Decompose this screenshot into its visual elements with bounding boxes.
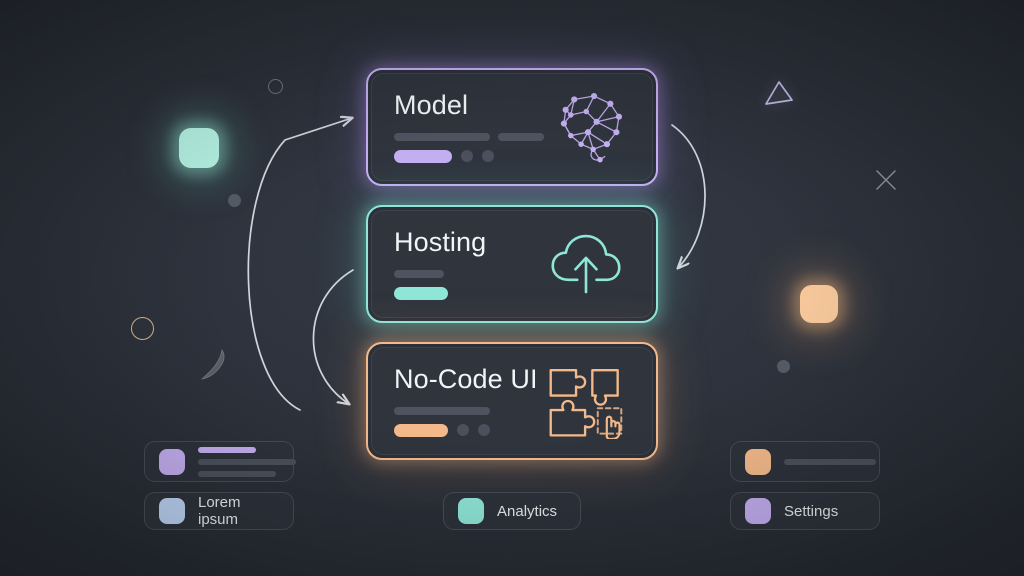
- accent-pill: [394, 286, 448, 300]
- placeholder-dot: [478, 424, 490, 437]
- skeleton-bar: [394, 269, 444, 278]
- chip-line: [198, 470, 276, 477]
- chip-right-lines[interactable]: [730, 441, 880, 482]
- chip-swatch: [159, 498, 185, 524]
- brain-network-icon: [544, 87, 632, 167]
- card-nocode-pill-row: [394, 423, 542, 437]
- glow-square-orange-icon: [800, 285, 838, 323]
- accent-pill: [394, 149, 452, 163]
- chip-label: Analytics: [497, 502, 558, 520]
- chip-swatch: [745, 498, 771, 524]
- card-hosting-title: Hosting: [394, 227, 487, 258]
- placeholder-dot: [461, 150, 473, 163]
- arrow-loop-to-model: [247, 118, 352, 411]
- card-hosting-pill-row: [394, 286, 542, 300]
- skeleton-bar: [394, 132, 490, 141]
- x-mark-icon: [876, 170, 896, 190]
- cloud-upload-icon: [542, 228, 630, 300]
- card-model-skeleton-row: [394, 132, 544, 141]
- chip-swatch: [458, 498, 484, 524]
- card-model-pill-row: [394, 149, 544, 163]
- ring-outline-orange-icon: [131, 317, 154, 340]
- chip-line-group: [784, 458, 876, 465]
- card-nocode-inner: No-Code UI: [371, 347, 653, 455]
- card-nocode-body: No-Code UI: [394, 364, 542, 437]
- chip-line: [198, 446, 256, 453]
- dot-gray-right-icon: [777, 360, 790, 373]
- arrow-model-to-hosting: [671, 124, 706, 268]
- chip-left-lines[interactable]: [144, 441, 296, 482]
- placeholder-dot: [482, 150, 494, 163]
- card-hosting-inner: Hosting: [371, 210, 653, 318]
- card-nocode-title: No-Code UI: [394, 364, 538, 395]
- chip-settings[interactable]: Settings: [730, 492, 880, 530]
- card-nocode-skeleton-row: [394, 406, 542, 415]
- chip-analytics[interactable]: Analytics: [443, 492, 581, 530]
- card-model[interactable]: Model: [366, 68, 658, 186]
- placeholder-dot: [457, 424, 469, 437]
- card-model-title: Model: [394, 90, 469, 121]
- arrow-hosting-to-nocode: [312, 269, 354, 404]
- card-hosting-skeleton-row: [394, 269, 542, 278]
- ring-outline-small-icon: [268, 79, 283, 94]
- skeleton-bar: [394, 406, 490, 415]
- chip-line-group: [198, 446, 296, 477]
- chip-line: [784, 458, 876, 465]
- card-hosting-body: Hosting: [394, 227, 542, 300]
- chip-label: Settings: [784, 502, 839, 520]
- card-nocode-ui[interactable]: No-Code UI: [366, 342, 658, 460]
- chip-swatch: [745, 448, 771, 475]
- triangle-outline-icon: [765, 81, 793, 105]
- card-model-inner: Model: [371, 73, 653, 181]
- glow-square-teal-icon: [179, 128, 219, 168]
- chip-swatch: [159, 448, 185, 475]
- card-model-body: Model: [394, 90, 544, 163]
- chip-lorem-ipsum[interactable]: Lorem ipsum: [144, 492, 294, 530]
- skeleton-bar: [498, 132, 544, 141]
- accent-pill: [394, 423, 448, 437]
- leaf-shape-icon: [200, 348, 225, 380]
- chip-label: Lorem ipsum: [198, 494, 241, 528]
- card-hosting[interactable]: Hosting: [366, 205, 658, 323]
- chip-line: [198, 458, 296, 465]
- dot-gray-left-icon: [228, 194, 241, 207]
- puzzle-pieces-cursor-icon: [542, 363, 630, 439]
